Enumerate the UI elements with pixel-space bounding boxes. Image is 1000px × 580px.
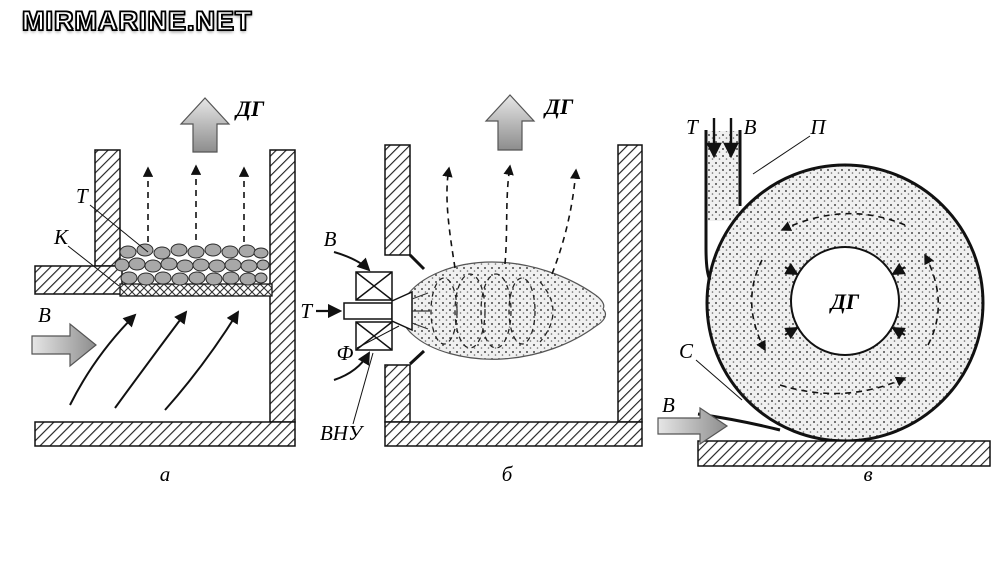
atomizer-nozzle <box>391 290 413 332</box>
channel-wall-left <box>704 130 712 281</box>
caption-a: а <box>160 462 171 486</box>
slot-pointer-line <box>695 359 743 401</box>
furnace-ledge-left <box>34 265 123 295</box>
furnace-wall-bottom <box>697 440 991 467</box>
flame-plume <box>400 261 607 360</box>
inlet-channel-fill <box>708 131 739 221</box>
label-fuel-b: Т <box>300 299 313 323</box>
fuel-tube <box>343 302 393 320</box>
gas-core <box>790 246 900 356</box>
duct-pointer-line <box>752 135 811 175</box>
label-air-director-b: ВНУ <box>320 421 365 445</box>
flue-gas-dashed-arrows <box>442 164 581 275</box>
label-flue-gas-a: ДГ <box>234 96 265 121</box>
caption-c: в <box>863 462 872 486</box>
flue-gas-dashed-arrows <box>142 164 250 242</box>
label-air-b: В <box>324 227 337 251</box>
air-director-pointer-line <box>352 352 374 425</box>
furnace-wall-bottom <box>384 421 643 447</box>
label-air-top-c: В <box>744 115 757 139</box>
air-flow-arrows <box>69 310 240 411</box>
label-atomizer-b: Ф <box>337 341 354 365</box>
diagram-flare-combustion: ДГ В Т Ф ВНУ б <box>300 94 643 486</box>
core-inflow-arrows <box>784 262 906 340</box>
label-fuel-a: Т <box>76 184 89 208</box>
label-air-a: В <box>38 303 51 327</box>
furnace-wall-upper-left <box>384 144 411 256</box>
furnace-wall-right <box>617 144 643 423</box>
flue-gas-block-arrow <box>484 94 536 151</box>
label-duct-c: П <box>809 115 827 139</box>
furnace-wall-bottom <box>34 421 296 447</box>
burner-air-arrows <box>333 251 371 381</box>
spray-lines <box>411 292 430 330</box>
label-flue-gas-b: ДГ <box>543 94 574 119</box>
furnace-wall-left <box>94 149 121 267</box>
quarl-lower-edge <box>408 349 426 366</box>
caption-b: б <box>502 462 514 486</box>
atomizer-pointer-line <box>356 325 400 349</box>
label-fuel-c: Т <box>686 115 699 139</box>
flue-gas-block-arrow <box>179 97 231 153</box>
grate-pointer-line <box>67 245 120 287</box>
air-block-arrow <box>31 322 97 368</box>
flame-swirl-loops <box>430 273 554 349</box>
fuel-air-inlet-arrows <box>706 118 739 159</box>
air-director-assembly <box>355 271 393 351</box>
diagram-vortex-combustion: Т В П С В ДГ в <box>657 115 991 486</box>
site-watermark: MIRMARINE.NET <box>21 5 253 36</box>
fuel-pointer-line <box>89 204 149 253</box>
label-slot-c: С <box>679 339 694 363</box>
furnace-wall-right <box>269 149 296 423</box>
furnace-wall-lower-left <box>384 364 411 423</box>
swirl-dashed-arrows <box>750 212 940 395</box>
label-air-bottom-c: В <box>662 393 675 417</box>
diagram-layer-combustion: ДГ Т К В а <box>31 96 296 486</box>
label-flue-gas-c: ДГ <box>829 289 860 314</box>
air-block-arrow <box>657 406 729 446</box>
label-grate-a: К <box>53 225 69 249</box>
grate-strip <box>119 283 273 297</box>
coal-layer <box>114 243 270 286</box>
quarl-upper-edge <box>408 253 426 271</box>
